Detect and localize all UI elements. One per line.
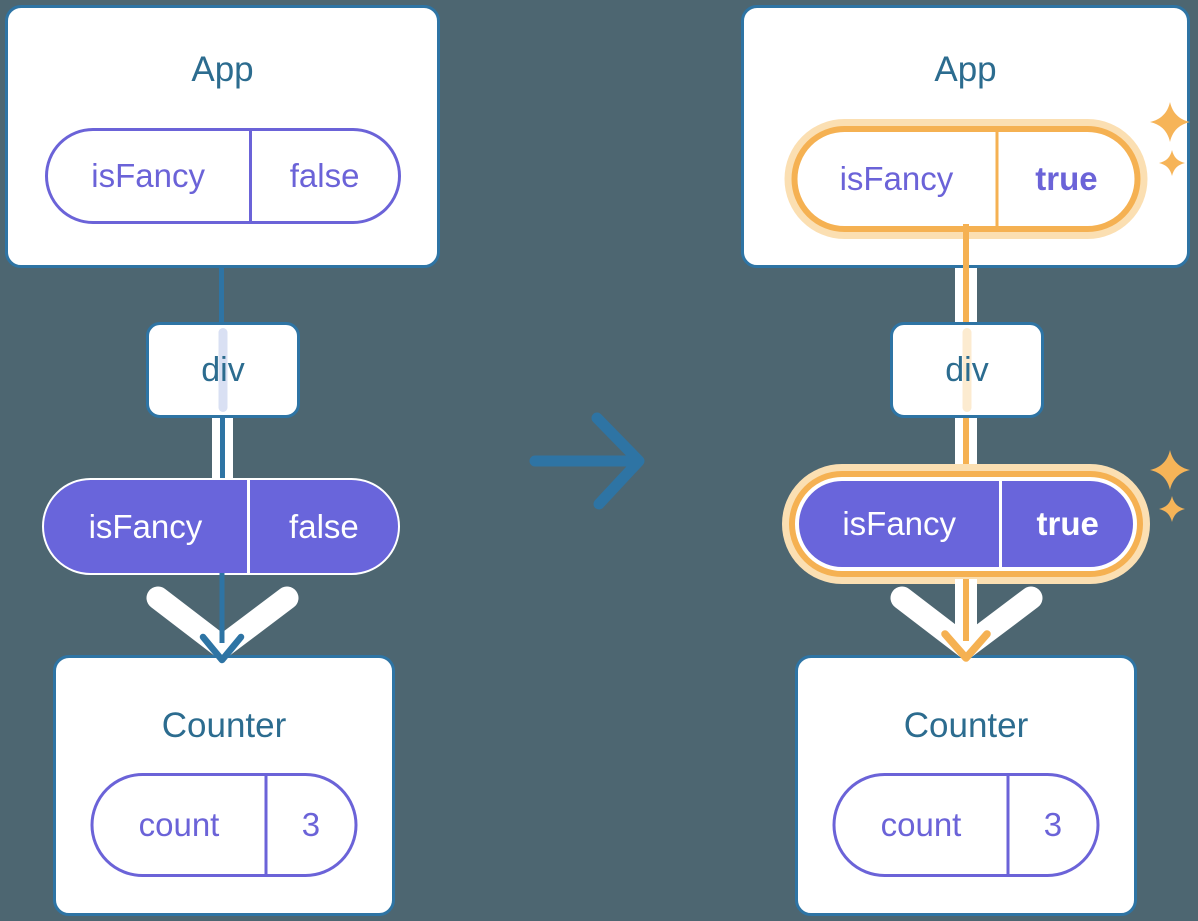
flow-line-edge [955,579,963,645]
counter-card-before: Counter count 3 [53,655,395,916]
div-node-after: div [890,322,1044,418]
flow-line-edge [969,579,977,645]
sparkle-small-icon [1159,496,1185,522]
prop-name: isFancy [44,480,250,573]
down-chevron-icon [146,586,299,659]
arrowhead-icon [941,630,991,662]
div-node-before: div [146,322,300,418]
state-pill-app-before: isFancy false [44,128,401,224]
flow-arrow-before [146,573,299,664]
prop-flow-line [212,416,233,480]
component-title-counter: Counter [903,706,1029,745]
prop-value: true [1036,505,1099,542]
state-name: count [94,776,268,874]
transition-arrow-icon [529,412,645,510]
div-label: div [201,350,245,389]
prop-pill-before: isFancy false [42,478,400,575]
down-chevron-icon [890,586,1043,659]
sparkle-small-icon [1159,150,1185,176]
component-title-app: App [191,50,254,89]
flow-trace [218,328,228,412]
prop-flow-line [219,266,224,324]
prop-name: isFancy [799,481,1003,567]
state-value: 3 [301,806,321,843]
state-pill-counter-before: count 3 [90,773,358,877]
state-pill-counter-after: count 3 [832,773,1100,877]
sparkle-large-icon [1150,450,1190,490]
counter-card-after: Counter count 3 [795,655,1137,916]
div-label: div [945,350,989,389]
prop-flow-line-highlight [955,266,977,324]
prop-value: false [289,507,359,545]
state-value: false [289,157,360,194]
prop-flow-line-highlight [963,224,969,268]
flow-trace [962,328,972,412]
arrowhead-icon [199,633,245,664]
state-name: isFancy [48,131,252,221]
state-value: true [1035,160,1098,197]
right-arrow-icon [529,412,645,510]
state-pill-app-after: isFancy true [791,126,1140,232]
component-title-counter: Counter [161,706,287,745]
prop-flow-line-highlight [955,416,977,482]
state-name: isFancy [797,132,999,226]
prop-pill-after: isFancy true [795,477,1137,571]
app-card-before: App isFancy false [5,5,440,268]
state-name: count [836,776,1010,874]
component-title-app: App [934,50,997,89]
flow-arrow-after [890,579,1043,662]
sparkle-icon [1150,102,1190,176]
state-value: 3 [1043,806,1063,843]
sparkle-large-icon [1150,102,1190,142]
sparkle-icon [1150,450,1190,522]
